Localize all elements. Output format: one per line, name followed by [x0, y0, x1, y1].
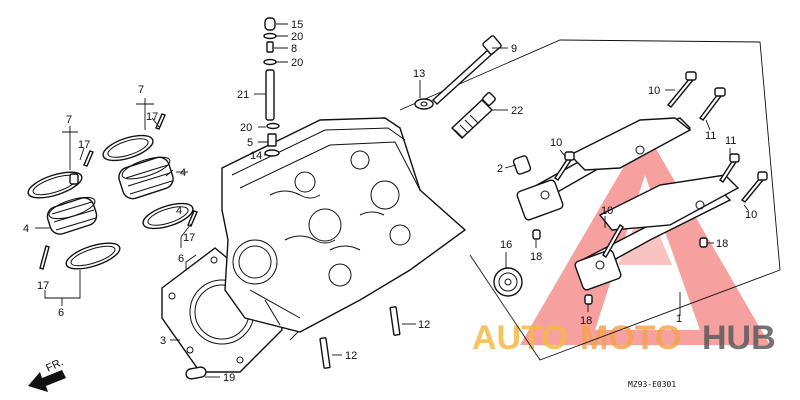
callout-16: 16: [500, 239, 512, 251]
callout-11: 11: [705, 130, 716, 142]
callout-18: 18: [530, 251, 542, 263]
callout-1: 1: [676, 313, 682, 325]
bolts-right: [554, 71, 768, 258]
callout-17: 17: [78, 139, 90, 151]
callout-11: 11: [725, 135, 736, 147]
callout-6: 6: [58, 307, 64, 319]
callout-18: 18: [716, 238, 728, 250]
callout-17: 17: [183, 232, 195, 244]
callout-6: 6: [178, 253, 184, 265]
callout-5: 5: [247, 137, 253, 149]
callout-18: 18: [580, 315, 592, 327]
callout-7: 7: [138, 84, 144, 96]
watermark-hub: HUB: [702, 319, 776, 357]
washer: [414, 98, 434, 110]
diagram-code: MZ93-E0301: [628, 380, 676, 389]
callout-20: 20: [291, 57, 303, 69]
cam-sprocket: [493, 267, 523, 297]
callout-10: 10: [601, 205, 613, 217]
callout-4: 4: [23, 223, 29, 235]
callout-10: 10: [745, 209, 757, 221]
dowel-pin: [185, 366, 207, 380]
callout-17: 17: [37, 280, 49, 292]
callout-19: 19: [223, 372, 235, 384]
callout-3: 3: [160, 335, 166, 347]
leader-lines: [35, 23, 749, 378]
front-arrow-icon: FR.: [28, 356, 66, 392]
callout-7: 7: [66, 114, 72, 126]
callout-9: 9: [511, 43, 517, 55]
dowel-collar: [512, 155, 532, 175]
callout-21: 21: [237, 89, 249, 101]
spark-plug: [450, 92, 496, 139]
callout-8: 8: [291, 43, 297, 55]
callout-20: 20: [291, 31, 303, 43]
callout-4: 4: [180, 167, 186, 179]
callout-17: 17: [146, 111, 158, 123]
callout-20: 20: [240, 122, 252, 134]
callout-12: 12: [418, 319, 430, 331]
intake-insulator-left: [27, 171, 121, 270]
watermark-triangle-logo: [520, 130, 770, 345]
callout-15: 15: [291, 19, 303, 31]
studs: [319, 306, 401, 369]
callout-13: 13: [413, 68, 425, 80]
callout-12: 12: [345, 350, 357, 362]
intake-insulator-center: [102, 134, 194, 230]
callout-2: 2: [497, 163, 503, 175]
callout-4: 4: [176, 205, 182, 217]
callout-10: 10: [550, 137, 562, 149]
callout-22: 22: [511, 105, 523, 117]
watermark-auto: AUTO: [472, 319, 568, 357]
stud-column: [263, 17, 280, 157]
watermark-moto: MOTO: [580, 319, 681, 357]
long-bolt: [431, 35, 502, 105]
callout-10: 10: [648, 85, 660, 97]
callout-14: 14: [250, 150, 262, 162]
callout-numbers: 15 20 8 20 9 13 21 22 20 5 14 7 7 17 17 …: [23, 19, 757, 384]
camshaft-holder: [516, 117, 740, 291]
small-dowels: [532, 229, 708, 305]
